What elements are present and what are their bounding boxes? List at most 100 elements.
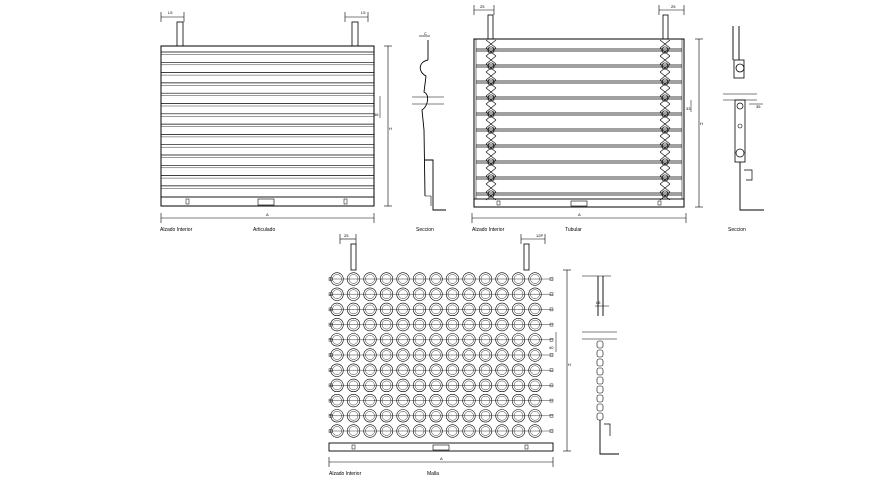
label-malla-elevation: Alzado Interior [329,471,362,477]
mesh-ring [348,289,359,299]
chain-link [659,103,671,113]
mesh-ring [365,289,375,299]
mesh-ring [447,304,458,315]
mesh-ring [445,287,460,301]
mesh-ring [348,304,359,315]
mesh-ring [497,289,507,299]
section-3-links [596,340,604,421]
chain-link [659,119,671,129]
mesh-ring [381,365,392,375]
tubular-chain-left [485,39,497,201]
chain-link [659,135,671,145]
mesh-ring [414,365,425,375]
dim-tubular-height: H [700,121,703,126]
mesh-ring [429,378,443,393]
mesh-ring [497,350,507,360]
tubular-chain-right [659,39,671,201]
mesh-ring [478,409,493,423]
mesh-ring [464,365,474,375]
mesh-ring [365,395,375,406]
label-tubular-elevation: Alzado Interior [472,227,505,233]
mesh-ring [396,318,410,332]
section-3: L5 [582,275,619,455]
mesh-ring [464,426,474,436]
mesh-ring [363,378,377,393]
chain-link [659,183,671,193]
mesh-ring [530,274,540,284]
mesh-ring [480,350,491,360]
mesh-ring [495,363,509,377]
mesh-ring [447,289,458,299]
section-link [596,376,604,385]
mesh-ring [429,287,443,301]
mesh-ring [478,318,493,332]
label-articulado: Articulado [253,227,275,233]
mesh-ring [464,289,474,299]
mesh-ring [478,302,493,317]
mesh-ring [528,348,542,362]
mesh-ring [348,426,359,436]
mesh-ring [346,318,361,332]
mesh-ring [332,289,342,299]
mesh-end [549,398,554,403]
mesh-ring [381,426,392,436]
mesh-ring [511,318,526,332]
mesh-ring [412,287,427,301]
mesh-ring [381,335,392,345]
mesh-ring [513,304,524,315]
mesh-ring [513,289,524,299]
chain-ring [661,46,669,54]
mesh-ring [464,274,474,284]
mesh-ring [379,409,394,423]
mesh-ring [348,395,359,406]
mesh-ring [497,319,507,330]
malla-elevation: 25 12P H 40 A Alzado Interior Malla [328,233,571,477]
mesh-ring [365,380,375,391]
mesh-ring [495,348,509,362]
mesh-ring [464,304,474,315]
mesh-ring [348,274,359,284]
mesh-ring [398,319,408,330]
section-link [596,385,604,394]
mesh-ring [396,378,410,393]
dim-tubular-top-right: 25 [671,4,676,9]
mesh-ring [332,350,342,360]
mesh-ring [445,333,460,347]
mesh-ring [332,380,342,391]
mesh-ring [429,394,443,408]
mesh-ring [379,333,394,347]
mesh-end [328,292,333,296]
mesh-ring [530,426,540,436]
mesh-ring [513,365,524,375]
mesh-ring [431,274,441,284]
mesh-ring [346,333,361,347]
mesh-ring [445,394,460,408]
mesh-ring [497,380,507,391]
mesh-ring [445,348,460,362]
mesh-ring [431,426,441,436]
mesh-ring [429,424,443,438]
mesh-ring [429,363,443,377]
mesh-ring [332,274,342,284]
mesh-ring [412,409,427,423]
mesh-ring [528,424,542,438]
mesh-end [328,368,333,372]
mesh-ring [363,302,377,317]
mesh-ring [346,272,361,286]
chain-ring [661,62,669,70]
mesh-ring [511,409,526,423]
mesh-ring [381,411,392,421]
mesh-ring [363,394,377,408]
mesh-ring [381,319,392,330]
mesh-ring [346,424,361,438]
mesh-ring [528,272,542,286]
mesh-ring [445,424,460,438]
mesh-ring [346,378,361,393]
mesh-ring [348,350,359,360]
mesh-ring [464,395,474,406]
mesh-end [328,414,333,418]
mesh-ring [511,348,526,362]
mesh-ring [511,333,526,347]
mesh-ring [379,424,394,438]
chain-ring [661,174,669,182]
